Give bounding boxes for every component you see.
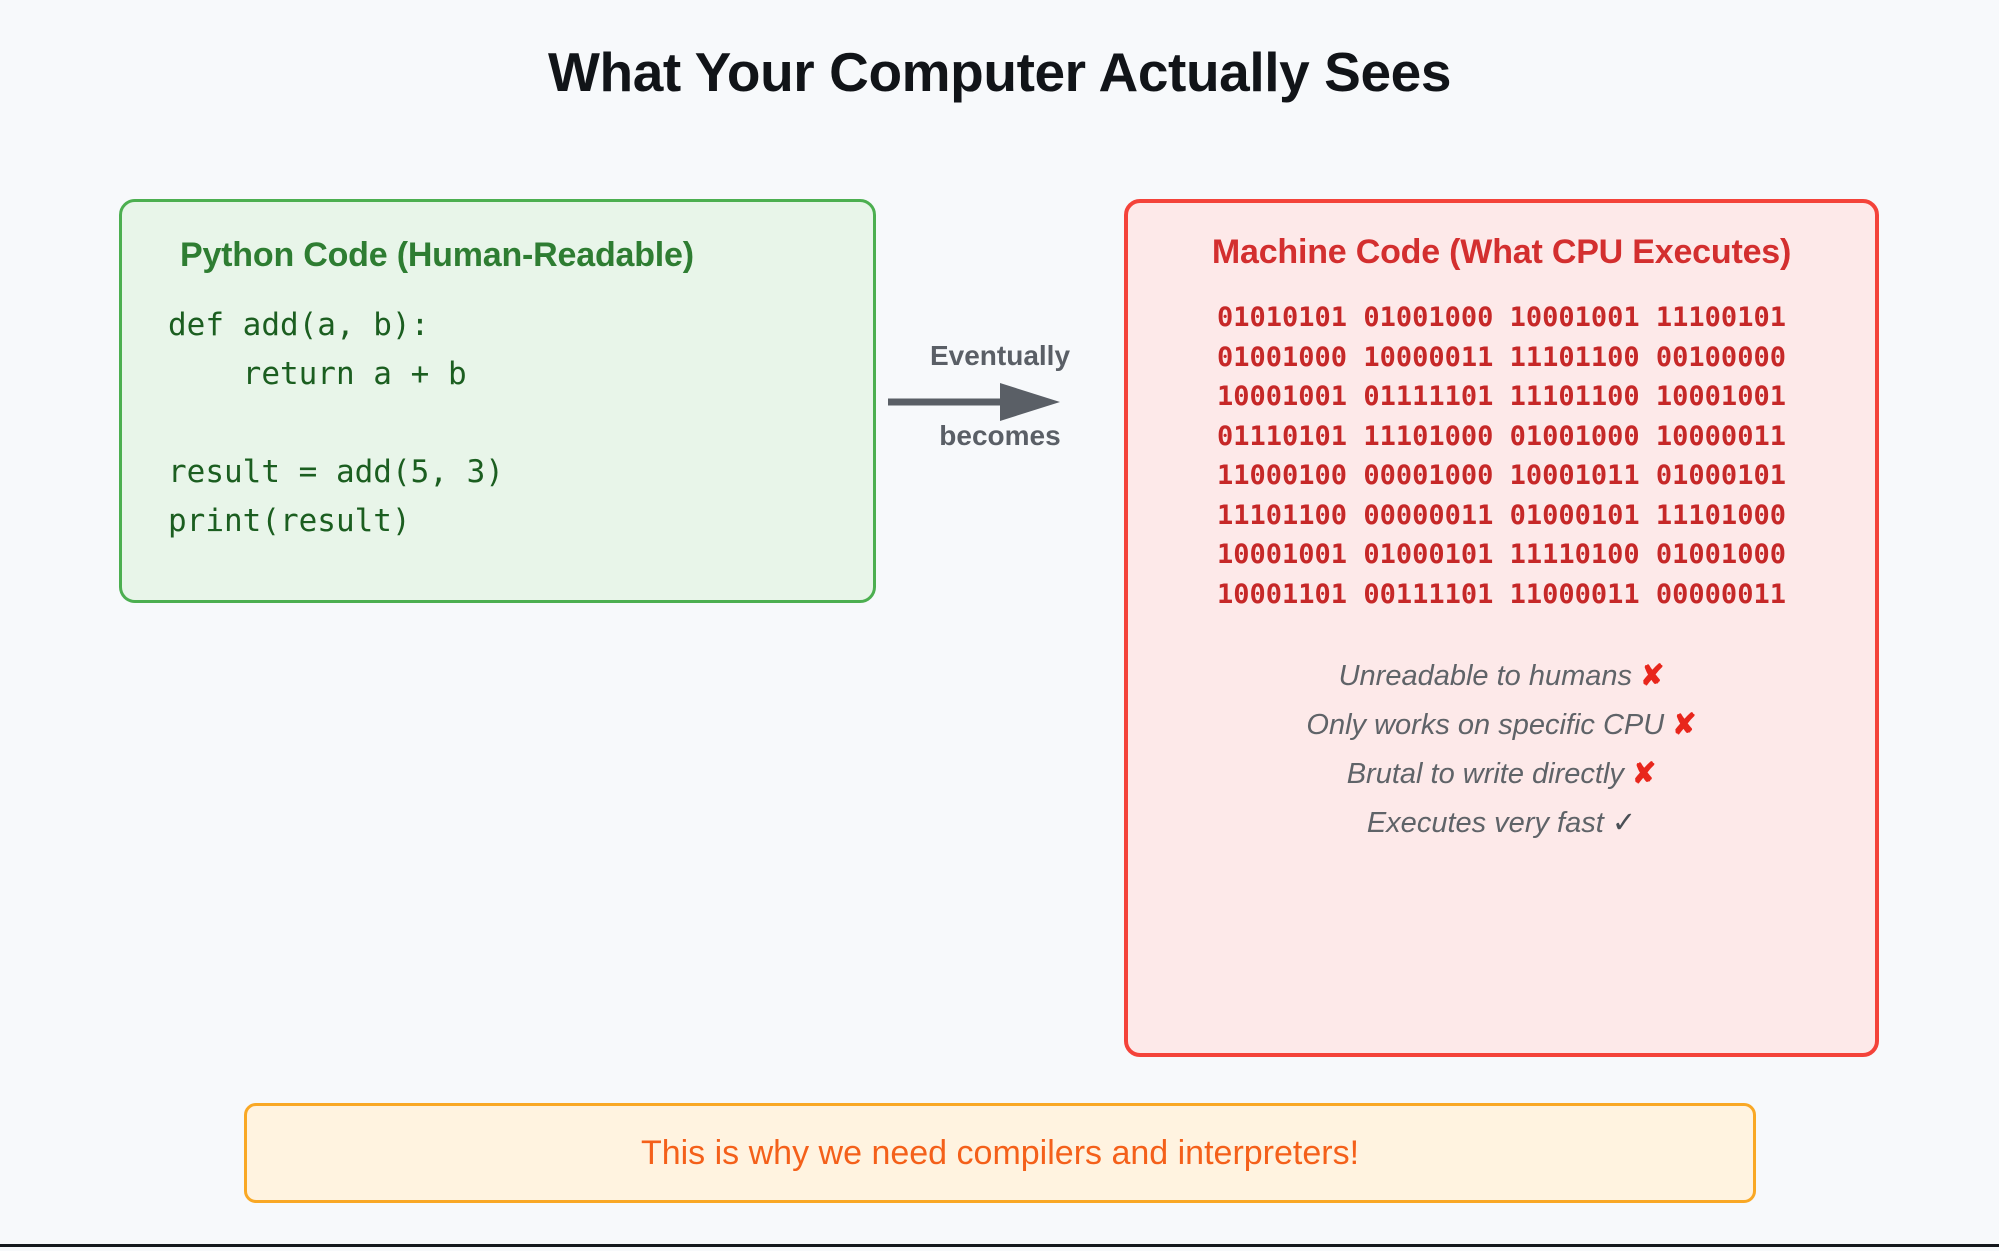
transformation-arrow-group: Eventually becomes [880,340,1120,460]
binary-row: 11000100 00001000 10001011 01000101 [1217,460,1786,492]
machine-note-row: Executes very fast ✓ [1128,799,1875,848]
python-code-panel: Python Code (Human-Readable) def add(a, … [119,199,876,603]
python-code-block: def add(a, b): return a + b result = add… [168,307,504,539]
bottom-divider [0,1244,1999,1247]
arrow-label-bottom: becomes [939,420,1061,451]
binary-row: 01010101 01001000 10001001 11100101 [1217,302,1786,333]
machine-note-row: Only works on specific CPU ✘ [1128,701,1875,750]
machine-note-text: Executes very fast [1366,806,1604,839]
arrow-label-top: Eventually [929,340,1071,371]
binary-row: 01110101 11101000 01001000 10000011 [1217,420,1786,452]
arrow-right-icon [888,383,1060,421]
machine-panel-title: Machine Code (What CPU Executes) [1211,233,1792,271]
binary-row: 10001101 00111101 11000011 00000011 [1217,578,1786,610]
cross-icon: ✘ [1640,660,1665,693]
machine-code-panel: Machine Code (What CPU Executes) 0101010… [1124,199,1879,1057]
python-panel-title: Python Code (Human-Readable) [180,236,694,274]
binary-row: 10001001 01111101 11101100 10001001 [1217,381,1786,413]
machine-note-row: Unreadable to humans ✘ [1128,652,1875,701]
machine-note-text: Unreadable to humans [1338,660,1633,693]
binary-row: 01001000 10000011 11101100 00100000 [1217,341,1786,373]
footer-callout-banner: This is why we need compilers and interp… [244,1103,1756,1203]
machine-note-text: Only works on specific CPU [1306,709,1665,742]
page-title: What Your Computer Actually Sees [547,41,1452,103]
footer-callout-text: This is why we need compilers and interp… [640,1133,1360,1172]
machine-note-text: Brutal to write directly [1346,757,1624,790]
binary-row: 10001001 01000101 11110100 01001000 [1217,539,1786,571]
machine-notes-list: Unreadable to humans ✘Only works on spec… [1128,652,1875,847]
machine-note-row: Brutal to write directly ✘ [1128,750,1875,799]
check-icon: ✓ [1611,806,1637,839]
binary-code-block: 01010101 01001000 10001001 11100101 01001… [1128,298,1875,614]
cross-icon: ✘ [1631,757,1657,790]
binary-row: 11101100 00000011 01000101 11101000 [1217,499,1786,531]
cross-icon: ✘ [1672,709,1697,742]
